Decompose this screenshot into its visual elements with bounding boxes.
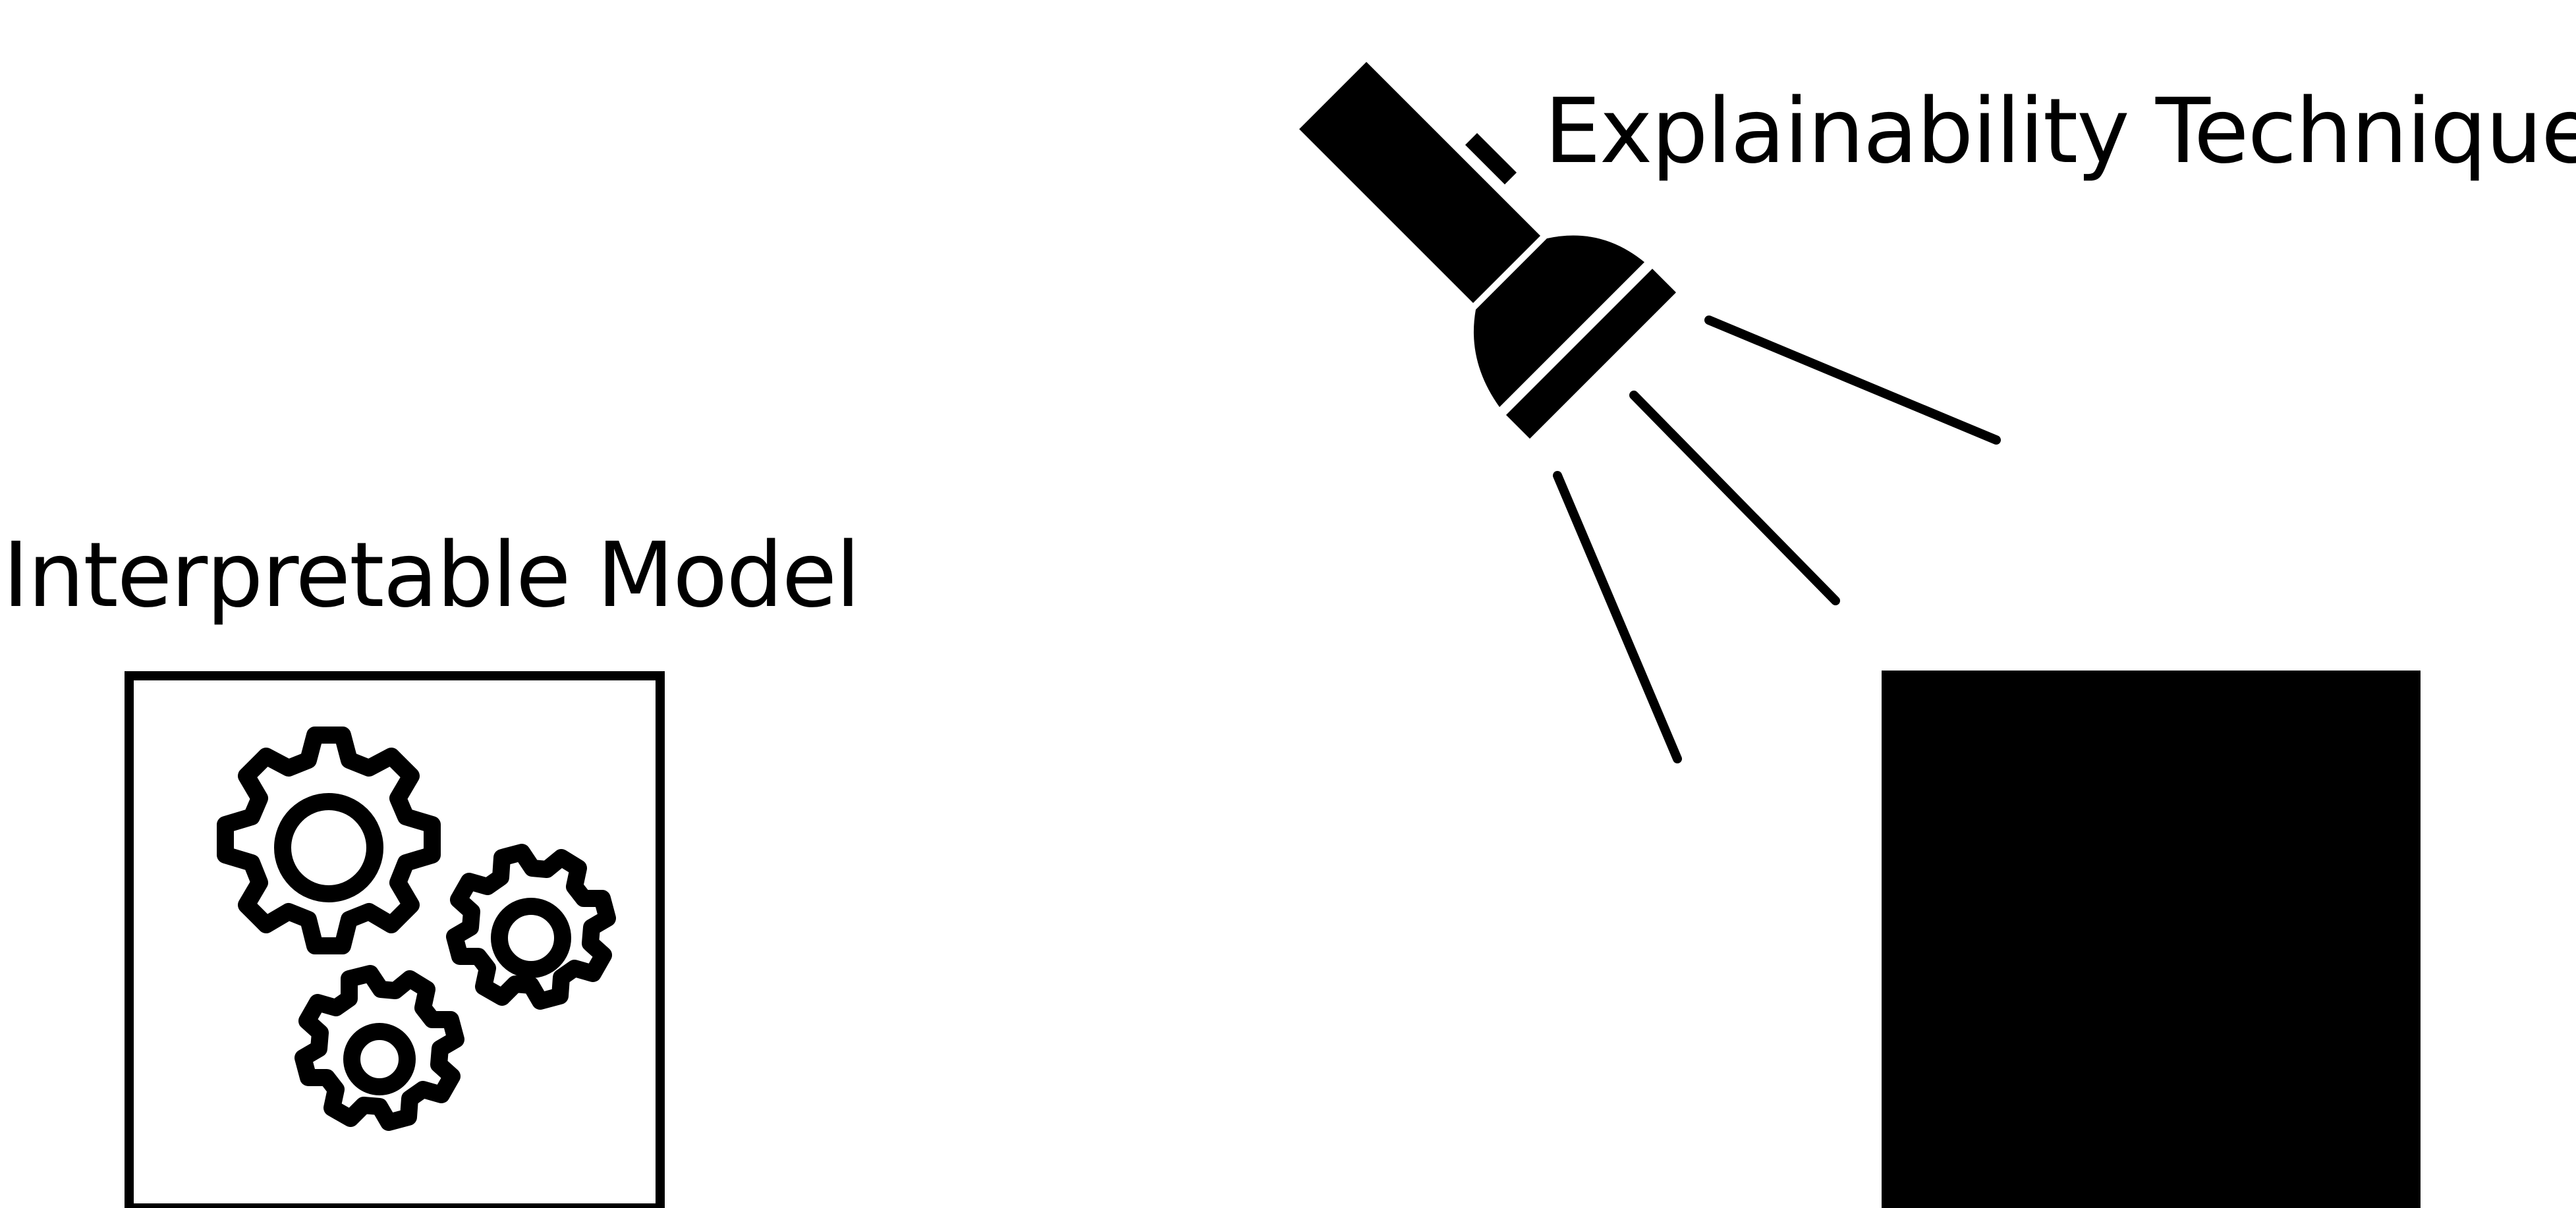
flashlight-icon bbox=[1299, 62, 1676, 439]
bottom-gear bbox=[294, 965, 464, 1131]
white-box-frame bbox=[125, 671, 665, 1208]
light-beam-upper bbox=[1704, 316, 2001, 445]
light-beam-middle bbox=[1629, 391, 1840, 605]
explainability-technique-label: Explainability Technique bbox=[1544, 80, 2576, 184]
light-beam-lower bbox=[1553, 471, 1682, 763]
interpretable-model-box bbox=[125, 671, 665, 1208]
gears-icon bbox=[217, 727, 616, 1131]
light-beams bbox=[1553, 316, 2001, 763]
large-gear bbox=[217, 727, 441, 954]
interpretable-model-label: Interpretable Model bbox=[3, 524, 860, 628]
black-box bbox=[1882, 671, 2421, 1208]
right-gear bbox=[446, 844, 616, 1010]
